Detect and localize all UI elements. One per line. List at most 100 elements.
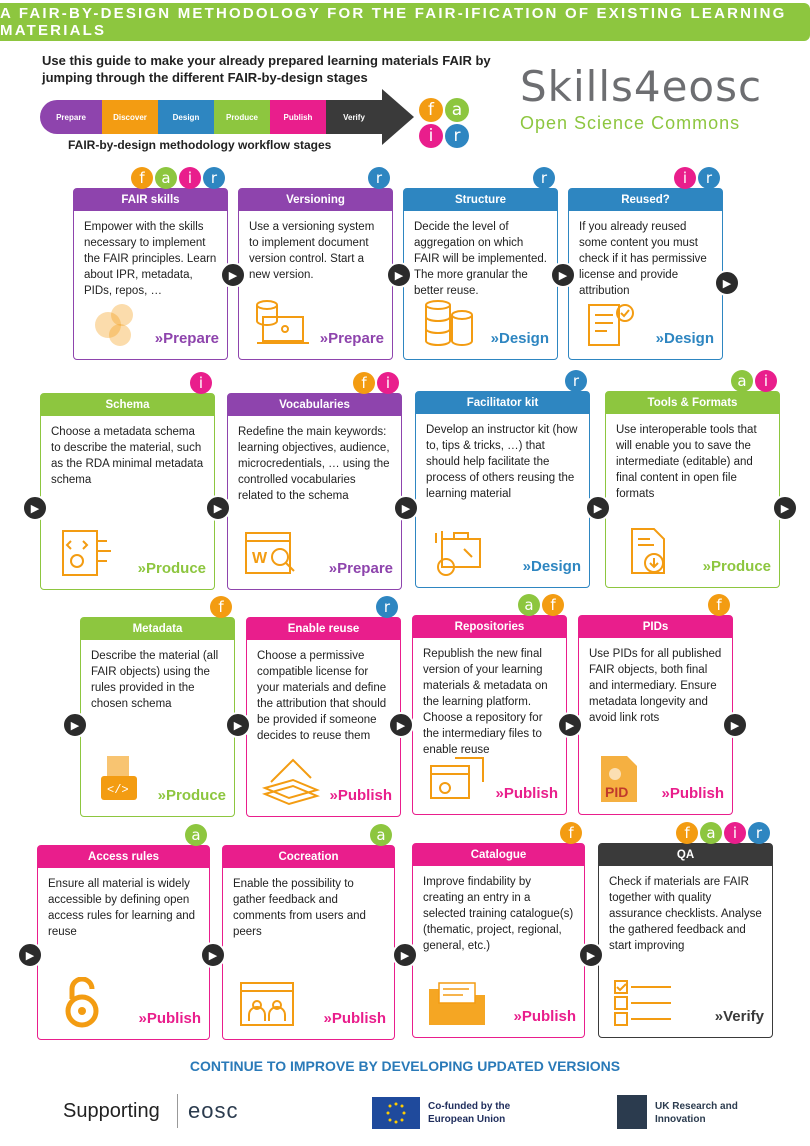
fair-badge-a: a xyxy=(700,822,722,844)
fair-badges: f xyxy=(706,594,730,616)
card-description: Use a versioning system to implement doc… xyxy=(249,221,375,281)
stage-discover: Discover xyxy=(102,100,158,134)
card-stage-label: »Design xyxy=(522,558,581,575)
card-stage-label: »Publish xyxy=(495,785,558,802)
card-title: Tools & Formats xyxy=(606,392,779,414)
card-title: Repositories xyxy=(413,616,566,638)
next-step-play-icon: ▶ xyxy=(62,712,88,738)
fair-logo-icon: f a i r xyxy=(415,96,471,152)
card-stage-label: »Prepare xyxy=(328,560,393,577)
web-search-icon: W xyxy=(240,527,304,581)
card-stage-label: »Produce xyxy=(137,560,206,577)
card-title: Structure xyxy=(404,189,557,211)
fair-badge-f: f xyxy=(131,167,153,189)
card-stage-label: »Publish xyxy=(513,1008,576,1025)
ukri-label: UK Research and Innovation xyxy=(655,1101,738,1125)
card-title: Cocreation xyxy=(223,846,394,868)
fair-badge-f: f xyxy=(353,372,375,394)
next-step-play-icon: ▶ xyxy=(722,712,748,738)
fair-badge-a: a xyxy=(185,824,207,846)
fair-badge-i: i xyxy=(179,167,201,189)
card-description: Describe the material (all FAIR objects)… xyxy=(91,650,219,710)
svg-text:W: W xyxy=(252,550,268,567)
fair-badge-f: f xyxy=(542,594,564,616)
next-step-play-icon: ▶ xyxy=(17,942,43,968)
fair-badge-i: i xyxy=(724,822,746,844)
fair-badge-r: r xyxy=(698,167,720,189)
collaboration-icon xyxy=(235,977,299,1031)
supporting-label: Supporting xyxy=(63,1100,160,1122)
intro-text: Use this guide to make your already prep… xyxy=(42,53,491,85)
checklist-icon xyxy=(611,975,675,1029)
svg-text:PID: PID xyxy=(605,784,628,800)
fair-badges: f xyxy=(208,596,232,618)
fair-badge-a: a xyxy=(155,167,177,189)
fair-logo-icon xyxy=(86,297,150,351)
divider xyxy=(177,1094,178,1128)
fair-badge-i: i xyxy=(755,370,777,392)
card-stage-label: »Verify xyxy=(714,1008,764,1025)
stage-design: Design xyxy=(158,100,214,134)
next-step-play-icon: ▶ xyxy=(225,712,251,738)
fair-badge-f: f xyxy=(676,822,698,844)
card-description: Use PIDs for all published FAIR objects,… xyxy=(589,648,722,724)
card-title: Access rules xyxy=(38,846,209,868)
card-title: Catalogue xyxy=(413,844,584,866)
card-description: Republish the new final version of your … xyxy=(423,648,548,756)
next-step-play-icon: ▶ xyxy=(205,495,231,521)
stage-prepare: Prepare xyxy=(40,100,102,134)
next-step-play-icon: ▶ xyxy=(557,712,583,738)
card-description: Develop an instructor kit (how to, tips … xyxy=(426,424,578,500)
next-step-play-icon: ▶ xyxy=(220,262,246,288)
next-step-play-icon: ▶ xyxy=(392,942,418,968)
fair-badges: a xyxy=(183,824,207,846)
fair-badge-a: a xyxy=(731,370,753,392)
fair-badge-r: r xyxy=(533,167,555,189)
card-description: Use interoperable tools that will enable… xyxy=(616,424,757,500)
card-stage-label: »Publish xyxy=(138,1010,201,1027)
fair-i-bubble: i xyxy=(419,124,443,148)
card-reused-: Reused?If you already reused some conten… xyxy=(568,167,723,360)
eu-flag-icon xyxy=(372,1097,420,1129)
code-file-icon xyxy=(53,527,117,581)
card-title: PIDs xyxy=(579,616,732,638)
fair-badge-r: r xyxy=(368,167,390,189)
fair-badges: r xyxy=(374,596,398,618)
page-title: A FAIR-BY-DESIGN METHODOLOGY FOR THE FAI… xyxy=(0,3,810,41)
fair-r-bubble: r xyxy=(445,124,469,148)
card-stage-label: »Publish xyxy=(329,787,392,804)
card-title: Facilitator kit xyxy=(416,392,589,414)
paper-stack-icon xyxy=(259,754,323,808)
brand-subtitle: Open Science Commons xyxy=(520,113,741,133)
fair-badges: f xyxy=(558,822,582,844)
card-description: Empower with the skills necessary to imp… xyxy=(84,221,217,297)
fair-badge-i: i xyxy=(190,372,212,394)
eosc-logo: eosc xyxy=(188,1098,239,1123)
database-laptop-icon xyxy=(251,297,315,351)
card-stage-label: »Produce xyxy=(702,558,771,575)
fair-a-bubble: a xyxy=(445,98,469,122)
fair-badge-f: f xyxy=(708,594,730,616)
next-step-play-icon: ▶ xyxy=(772,495,798,521)
fair-badges: r xyxy=(531,167,555,189)
skills4eosc-logo: Skills4eosc Open Science Commons xyxy=(520,62,795,134)
fair-badges: r xyxy=(366,167,390,189)
fair-badge-f: f xyxy=(560,822,582,844)
card-title: Enable reuse xyxy=(247,618,400,640)
card-stage-label: »Publish xyxy=(323,1010,386,1027)
fair-badge-a: a xyxy=(370,824,392,846)
